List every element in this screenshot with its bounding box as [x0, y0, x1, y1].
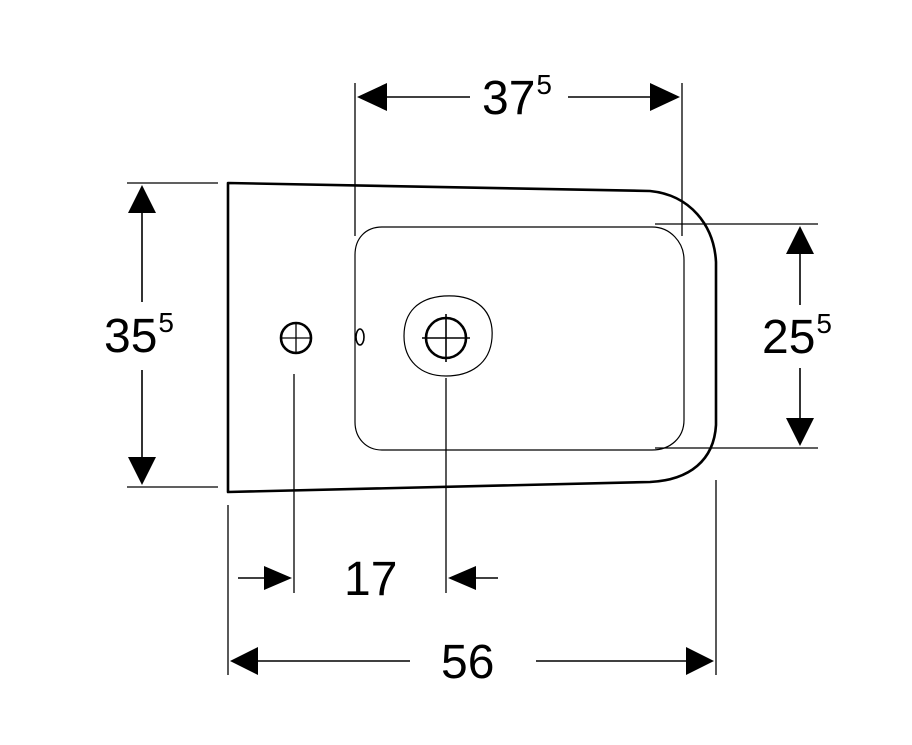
arrow-offset-left — [264, 566, 292, 590]
label-drain-offset-main: 17 — [344, 553, 398, 606]
label-overall-width: 56 — [441, 639, 494, 687]
arrow-width-left — [230, 647, 258, 675]
label-overall-width-main: 56 — [441, 636, 495, 689]
label-height: 355 — [104, 309, 174, 363]
arrow-bowl-bottom — [786, 418, 814, 446]
label-drain-offset: 17 — [344, 556, 397, 604]
arrow-offset-right — [448, 566, 476, 590]
label-bowl-height-sup: 5 — [816, 308, 832, 339]
label-height-sup: 5 — [158, 307, 174, 338]
label-top-width-sup: 5 — [536, 69, 552, 100]
bowl-outline — [354, 226, 685, 451]
label-height-main: 35 — [104, 310, 158, 363]
label-bowl-height: 255 — [762, 310, 832, 364]
arrow-height-bottom — [128, 457, 156, 485]
arrow-top-right — [650, 83, 680, 111]
fixture-outline — [226, 181, 718, 494]
arrow-bowl-top — [786, 226, 814, 254]
label-top-width: 375 — [482, 71, 552, 125]
arrow-width-right — [686, 647, 714, 675]
label-top-width-main: 37 — [482, 72, 536, 125]
label-bowl-height-main: 25 — [762, 311, 816, 364]
overflow-hole — [355, 328, 365, 346]
arrow-height-top — [128, 185, 156, 213]
arrow-top-left — [357, 83, 387, 111]
drain-recess — [403, 295, 493, 377]
